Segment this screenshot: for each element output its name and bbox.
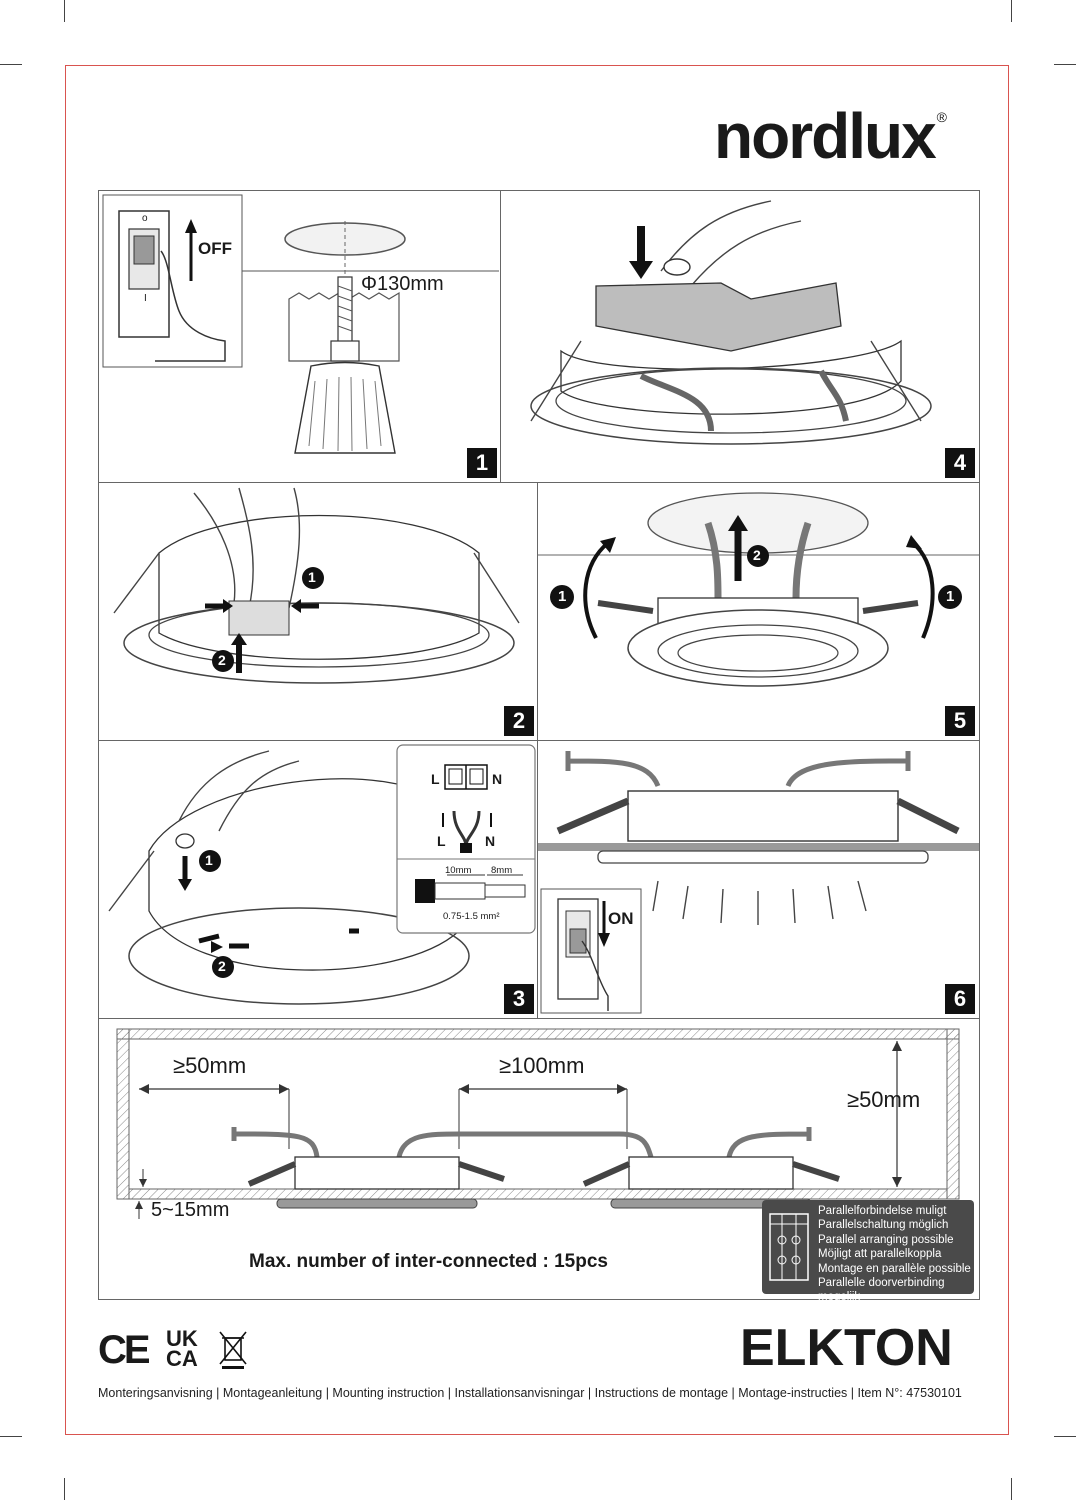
- parallel-note: Parallelschaltung möglich: [818, 1219, 949, 1232]
- switch-on-mark: o: [142, 213, 148, 224]
- crop-mark: [1054, 1436, 1076, 1437]
- step-number: 5: [945, 706, 975, 736]
- on-label: ON: [608, 909, 634, 928]
- crop-mark: [64, 1478, 65, 1500]
- parallel-note: Parallelle doorverbinding mogelijk: [818, 1277, 945, 1304]
- wire-section: 0.75-1.5 mm²: [443, 911, 500, 922]
- step-2-panel: 1 2 2: [99, 483, 538, 741]
- step-5-illustration: [538, 492, 979, 687]
- side-clearance-label: ≥50mm: [173, 1053, 247, 1078]
- step-6-panel: ON 6: [538, 741, 979, 1019]
- crop-mark: [1011, 1478, 1012, 1500]
- callout-1: 1: [205, 852, 213, 868]
- product-name: ELKTON: [740, 1319, 953, 1377]
- strip-length-2: 8mm: [491, 865, 513, 876]
- step-3-panel: L N L N 10mm 8mm 0.75-1.5 mm² 1 2 3: [99, 741, 538, 1019]
- wire-L: L: [437, 833, 446, 849]
- ce-mark: CE: [98, 1328, 151, 1372]
- step-5-panel: 1 2 1 5: [538, 483, 979, 741]
- parallel-note: Parallel arranging possible: [818, 1233, 954, 1246]
- page-frame: [65, 65, 1009, 1435]
- parallel-connection-badge: Parallelforbindelse muligt Parallelschal…: [762, 1200, 974, 1303]
- switch-off-mark: I: [144, 293, 147, 304]
- step-number: 4: [945, 448, 975, 478]
- crop-mark: [64, 0, 65, 22]
- callout-2: 2: [218, 652, 226, 668]
- above-clearance-label: ≥50mm: [847, 1087, 921, 1112]
- hole-diameter-label: Φ130mm: [361, 273, 444, 295]
- step-number: 2: [504, 706, 534, 736]
- callout-up: 2: [753, 547, 761, 563]
- instruction-grid: OFF o I Φ130mm 1 4: [98, 190, 980, 1300]
- ukca-top: UK: [166, 1326, 198, 1351]
- crop-mark: [1011, 0, 1012, 22]
- clearance-panel: ≥50mm ≥100mm ≥50mm 5~15mm Max. number of…: [99, 1019, 979, 1299]
- callout-right: 1: [946, 588, 955, 605]
- strip-length-1: 10mm: [445, 865, 472, 876]
- step-number: 6: [945, 984, 975, 1014]
- terminal-N: N: [492, 771, 503, 787]
- step-number: 1: [467, 448, 497, 478]
- step-6-illustration: [538, 751, 979, 1014]
- terminal-L: L: [431, 771, 440, 787]
- clearance-illustration: [116, 1028, 960, 1219]
- between-clearance-label: ≥100mm: [499, 1053, 585, 1078]
- parallel-note: Parallelforbindelse muligt: [818, 1205, 947, 1217]
- crop-mark: [1054, 64, 1076, 65]
- off-label: OFF: [198, 239, 232, 258]
- step-4-illustration: [530, 200, 932, 445]
- ukca-bottom: CA: [166, 1346, 198, 1371]
- callout-1: 1: [308, 569, 316, 585]
- parallel-note: Montage en parallèle possible: [818, 1262, 971, 1275]
- wire-N: N: [485, 833, 496, 849]
- parallel-note: Möjligt att parallelkoppla: [818, 1248, 942, 1261]
- ceiling-thickness-label: 5~15mm: [151, 1199, 230, 1221]
- step-2-illustration: [113, 487, 520, 684]
- weee-bin-icon: [219, 1331, 247, 1369]
- callout-left: 1: [558, 588, 567, 605]
- step-4-panel: 4: [501, 191, 979, 483]
- step-1-illustration: [102, 194, 499, 454]
- footer-instructions: Monteringsanvisning | Montageanleitung |…: [98, 1386, 962, 1400]
- step-3-illustration: [108, 744, 536, 1005]
- crop-mark: [0, 64, 22, 65]
- crop-mark: [0, 1436, 22, 1437]
- step-1-panel: OFF o I Φ130mm 1: [99, 191, 501, 483]
- step-number: 3: [504, 984, 534, 1014]
- max-connected-label: Max. number of inter-connected : 15pcs: [249, 1251, 608, 1272]
- brand-logo: nordlux®: [714, 100, 947, 172]
- parallel-connection-icon: [769, 1213, 809, 1281]
- callout-2: 2: [218, 958, 226, 974]
